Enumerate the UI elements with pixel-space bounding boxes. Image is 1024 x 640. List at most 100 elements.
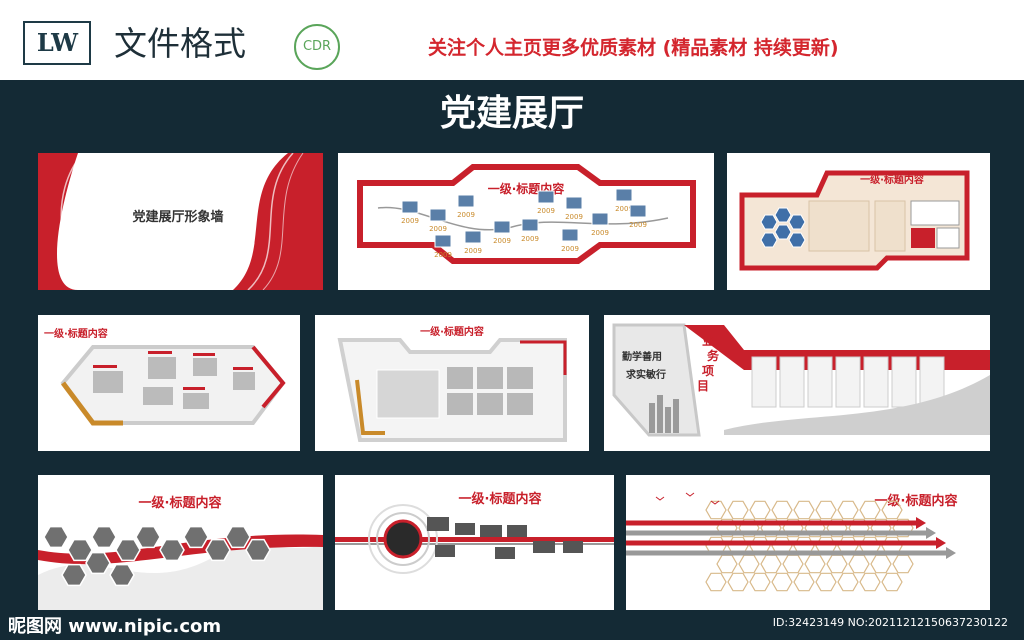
- honeycomb-cell: [793, 572, 815, 592]
- image-id: ID:32423149 NO:20211212150637230122: [772, 616, 1008, 629]
- honeycomb-cell: [760, 518, 782, 538]
- honeycomb-cell: [848, 518, 870, 538]
- honeycomb-cell: [749, 572, 771, 592]
- honeycomb-cell: [881, 572, 903, 592]
- timeline-photo: [464, 230, 482, 244]
- honeycomb-cell: [848, 554, 870, 574]
- hex-tile: [115, 538, 141, 562]
- honeycomb-cell: [771, 572, 793, 592]
- timeline-year: 2009: [457, 211, 475, 219]
- business-wall-graphic: 勤学善用 求实敏行 业 务 项 目: [612, 323, 990, 437]
- honeycomb-cell: [705, 572, 727, 592]
- honeycomb-cell: [804, 554, 826, 574]
- promo-text: 关注个人主页更多优质素材 (精品素材 持续更新): [428, 37, 839, 59]
- preview-card-octagon-board[interactable]: 一级·标题内容: [38, 315, 300, 451]
- timeline-photo: [565, 196, 583, 210]
- timeline-photo: [591, 212, 609, 226]
- timeline-year: 2009: [434, 251, 452, 259]
- honeycomb-cell: [859, 572, 881, 592]
- honeycomb-cell: [826, 518, 848, 538]
- timeline-photo: [429, 208, 447, 222]
- honeycomb-cell: [815, 572, 837, 592]
- hex-tile: [159, 538, 185, 562]
- circle-timeline-graphic: 一级·标题内容: [335, 491, 614, 574]
- timeline-year: 2009: [561, 245, 579, 253]
- hex-tile: [43, 525, 69, 549]
- cdr-badge: CDR: [294, 24, 340, 70]
- hex-panel-heading: 一级·标题内容: [860, 173, 924, 186]
- timeline-photo: [615, 188, 633, 202]
- honeycomb-cell: [870, 554, 892, 574]
- octagon-heading: 一级·标题内容: [44, 327, 108, 340]
- vertical-char-1: 业: [702, 333, 714, 348]
- honeycomb-heading: 一级·标题内容: [875, 493, 958, 509]
- hex-tile: [245, 538, 271, 562]
- honeycomb-cell: [716, 518, 738, 538]
- grid-board-heading: 一级·标题内容: [420, 325, 484, 338]
- brand-logo: LW: [23, 21, 91, 65]
- honeycomb-cell: [727, 572, 749, 592]
- hex-tile: [135, 525, 161, 549]
- preview-card-business-wall[interactable]: 勤学善用 求实敏行 业 务 项 目: [604, 315, 990, 451]
- timeline-photo: [629, 204, 647, 218]
- honeycomb-cell: [716, 554, 738, 574]
- vertical-char-3: 项: [702, 364, 714, 378]
- honeycomb-cell: [782, 518, 804, 538]
- slogan-line-2: 求实敏行: [626, 368, 666, 381]
- timeline-photo: [457, 194, 475, 208]
- timeline-photo: [521, 218, 539, 232]
- preview-card-circle-timeline[interactable]: 一级·标题内容: [335, 475, 614, 610]
- hex-tile: [91, 525, 117, 549]
- honeycomb-graphic: 一级·标题内容: [626, 492, 958, 592]
- honeycomb-cell: [837, 500, 859, 520]
- slogan-line-1: 勤学善用: [622, 350, 662, 363]
- hex-tile: [205, 538, 231, 562]
- preview-card-honeycomb-arrows[interactable]: 一级·标题内容: [626, 475, 990, 610]
- honeycomb-cell: [837, 572, 859, 592]
- honeycomb-cell: [859, 500, 881, 520]
- honeycomb-cell: [804, 518, 826, 538]
- timeline-photo: [434, 234, 452, 248]
- honeycomb-cell: [771, 500, 793, 520]
- grid-board-graphic: 一级·标题内容: [337, 325, 567, 442]
- hex-tile: [183, 525, 209, 549]
- timeline-photo: [493, 220, 511, 234]
- image-wall-label: 党建展厅形象墙: [132, 209, 223, 225]
- honeycomb-cell: [826, 554, 848, 574]
- preview-card-image-wall[interactable]: 党建展厅形象墙: [38, 153, 323, 290]
- preview-card-hex-panel[interactable]: 一级·标题内容: [727, 153, 990, 290]
- honeycomb-cell: [749, 500, 771, 520]
- honeycomb-cell: [892, 518, 914, 538]
- vertical-char-2: 务: [707, 348, 720, 363]
- honeycomb-cell: [815, 500, 837, 520]
- timeline-year: 2009: [401, 217, 419, 225]
- image-wall-graphic: 党建展厅形象墙: [38, 153, 323, 290]
- hex-tile: [85, 551, 111, 575]
- header-bar: LW 文件格式 CDR 关注个人主页更多优质素材 (精品素材 持续更新): [0, 0, 1024, 80]
- page-title: 党建展厅: [439, 93, 584, 134]
- honeycomb-cell: [793, 500, 815, 520]
- hex-tile: [61, 563, 87, 587]
- site-watermark: 昵图网 www.nipic.com: [8, 616, 222, 637]
- hex-cluster-heading: 一级·标题内容: [139, 495, 222, 511]
- hex-panel-graphic: 一级·标题内容: [739, 170, 970, 271]
- timeline-year: 2009: [629, 221, 647, 229]
- hex-tile: [67, 538, 93, 562]
- vertical-char-4: 目: [697, 379, 709, 393]
- preview-card-grid-board[interactable]: 一级·标题内容: [315, 315, 589, 451]
- timeline-year: 2009: [565, 213, 583, 221]
- honeycomb-cell: [892, 554, 914, 574]
- timeline-year: 2009: [429, 225, 447, 233]
- timeline-year: 2009: [591, 229, 609, 237]
- preview-card-hex-cluster[interactable]: 一级·标题内容: [38, 475, 323, 610]
- honeycomb-cell: [870, 518, 892, 538]
- honeycomb-cell: [881, 500, 903, 520]
- timeline-photo: [537, 190, 555, 204]
- honeycomb-cell: [727, 500, 749, 520]
- file-format-label: 文件格式: [114, 24, 246, 63]
- timeline-year: 2009: [615, 205, 633, 213]
- honeycomb-cell: [738, 518, 760, 538]
- honeycomb-cell: [782, 554, 804, 574]
